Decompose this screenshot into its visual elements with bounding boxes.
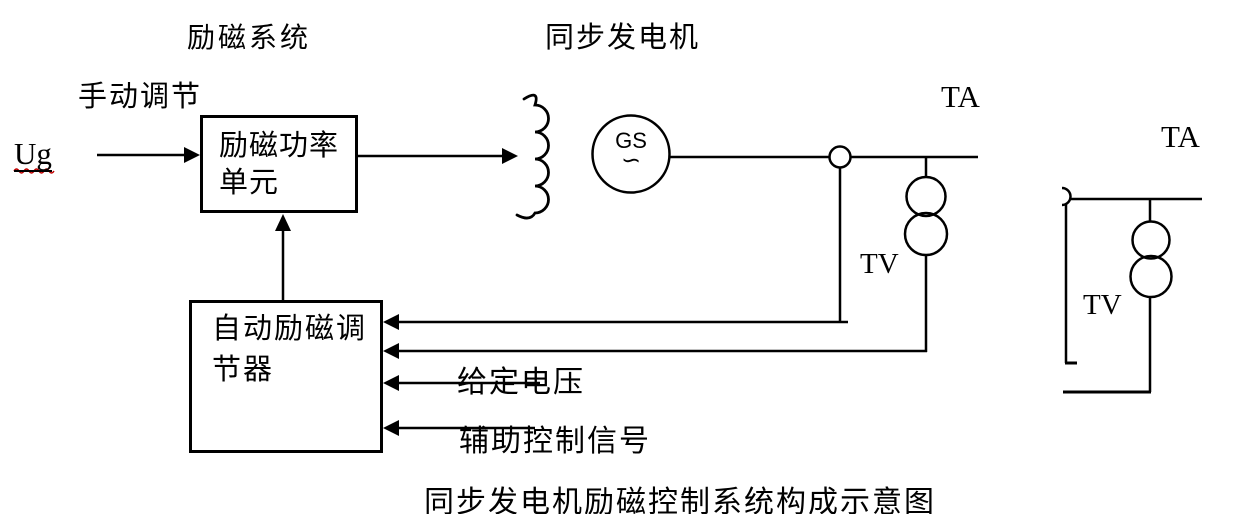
generator-symbol-text: GS ∽ [593, 130, 669, 182]
avr-box: 自动励磁调 节器 [189, 300, 383, 453]
power-unit-label-line1: 励磁功率 [219, 130, 340, 162]
tv-right-bottom-circle-icon [1129, 254, 1173, 299]
tv-left-bottom-circle-icon [903, 211, 949, 257]
tv-left-label: TV [860, 248, 899, 280]
generator-gs-label: GS [615, 128, 647, 153]
feedback-2-arrowhead-icon [383, 343, 399, 359]
sync-generator-label: 同步发电机 [545, 22, 701, 54]
aux-signal-arrowhead-icon [383, 420, 399, 436]
given-voltage-label: 给定电压 [457, 366, 585, 399]
power-output-arrowhead-icon [502, 148, 518, 164]
given-voltage-arrowhead-icon [383, 375, 399, 391]
generator-ac-symbol-icon: ∽ [620, 147, 642, 174]
ta-right-label: TA [1161, 119, 1200, 154]
avr-label-line2: 节器 [212, 354, 275, 386]
bus-junction-node-icon [828, 145, 852, 169]
right-bus-node-arc-icon [1061, 186, 1072, 207]
excitation-system-label: 励磁系统 [187, 23, 312, 54]
field-winding-coil-icon [515, 93, 550, 220]
tv-right-label: TV [1083, 289, 1122, 321]
power-unit-label-line2: 单元 [219, 167, 280, 199]
ug-input-arrowhead-icon [184, 147, 200, 163]
generator-circle-icon [591, 114, 671, 194]
ta-left-label: TA [941, 79, 980, 114]
avr-to-power-arrowhead-icon [275, 214, 291, 231]
tv-right-top-circle-icon [1131, 220, 1171, 260]
diagram-caption: 同步发电机励磁控制系统构成示意图 [424, 486, 936, 514]
feedback-1-arrowhead-icon [383, 314, 399, 330]
ug-label-wrap: Ug [14, 138, 52, 172]
ug-label: Ug [14, 136, 52, 172]
tv-left-top-circle-icon [905, 175, 947, 218]
manual-adjust-label: 手动调节 [78, 81, 203, 113]
avr-label-line1: 自动励磁调 [212, 313, 368, 345]
power-unit-box: 励磁功率 单元 [200, 115, 358, 213]
aux-control-signal-label: 辅助控制信号 [459, 425, 651, 458]
